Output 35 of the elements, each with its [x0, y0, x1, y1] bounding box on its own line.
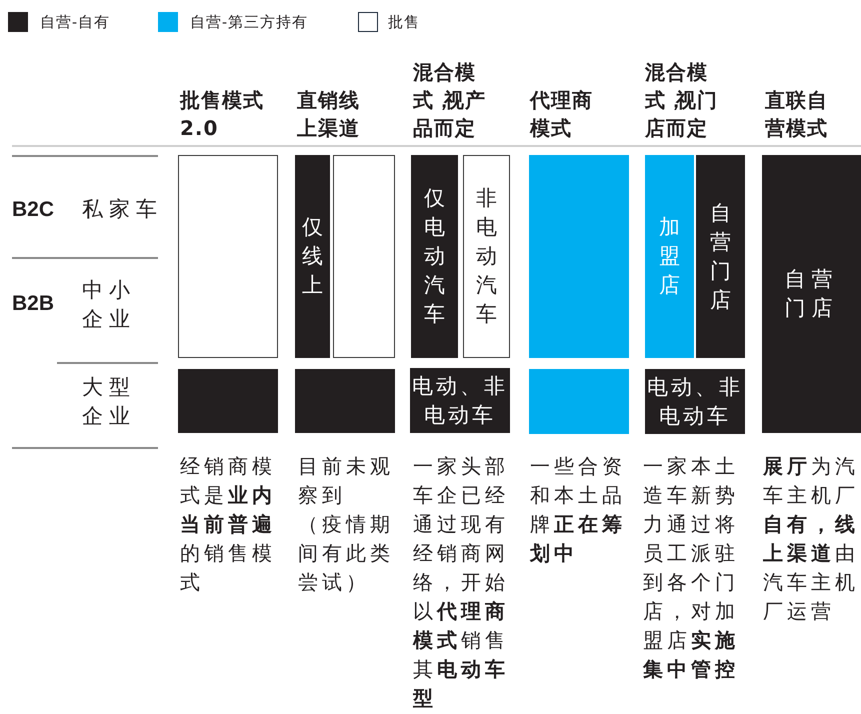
channel-box [295, 369, 395, 433]
channel-box: 电动、非电动车 [645, 369, 745, 434]
column-heading: 批售模式2.0 [180, 87, 265, 142]
row-label: 大型企业 [82, 374, 137, 430]
channel-box [178, 369, 278, 433]
description-text: （疫情期间有此类尝试） [298, 511, 395, 596]
column-heading: 代理商模式 [530, 87, 594, 142]
legend-label: 自营-自有 [40, 12, 110, 32]
row-label: 中小企业 [82, 277, 137, 333]
channel-box [333, 155, 395, 358]
channel-box [529, 369, 629, 434]
row-label: B2C [12, 197, 56, 223]
description-text: 经销商模式是业内当前普遍的销售模式 [180, 453, 277, 596]
column-heading: 混合模式，视产品而定 [413, 59, 487, 142]
description-text: 一些合资和本土品牌正在筹划中 [530, 453, 627, 567]
channel-box: 自营门店 [696, 155, 745, 358]
legend-label: 批售 [388, 12, 420, 32]
channel-box: 加盟店 [645, 155, 694, 358]
description-text: 一家本土造车新势力通过将员工派驻到各个门店，对加盟店实施集中管控 [643, 453, 740, 683]
channel-box: 电动、非电动车 [410, 368, 510, 433]
row-label: B2B [12, 291, 56, 317]
description-text: 展厅为汽车主机厂自有，线上渠道由汽车主机厂运营 [763, 453, 860, 625]
channel-box: 自营门店 [762, 155, 861, 433]
channel-box [178, 155, 278, 358]
column-heading: 直销线上渠道 [297, 87, 361, 142]
legend-label: 自营-第三方持有 [190, 12, 308, 32]
description-text: 目前未观察到 [298, 453, 395, 509]
column-heading: 直联自营模式 [765, 87, 829, 142]
column-heading: 混合模式，视门店而定 [645, 59, 719, 142]
channel-box: 仅电动汽车 [411, 155, 458, 358]
description-text: 一家头部车企已经通过现有经销商网络，开始以代理商模式销售其电动车型 [413, 453, 510, 712]
row-label: 私家车 [82, 196, 164, 223]
channel-box [529, 155, 629, 358]
channel-box: 仅线上 [295, 155, 330, 358]
channel-box: 非电动汽车 [463, 155, 510, 358]
